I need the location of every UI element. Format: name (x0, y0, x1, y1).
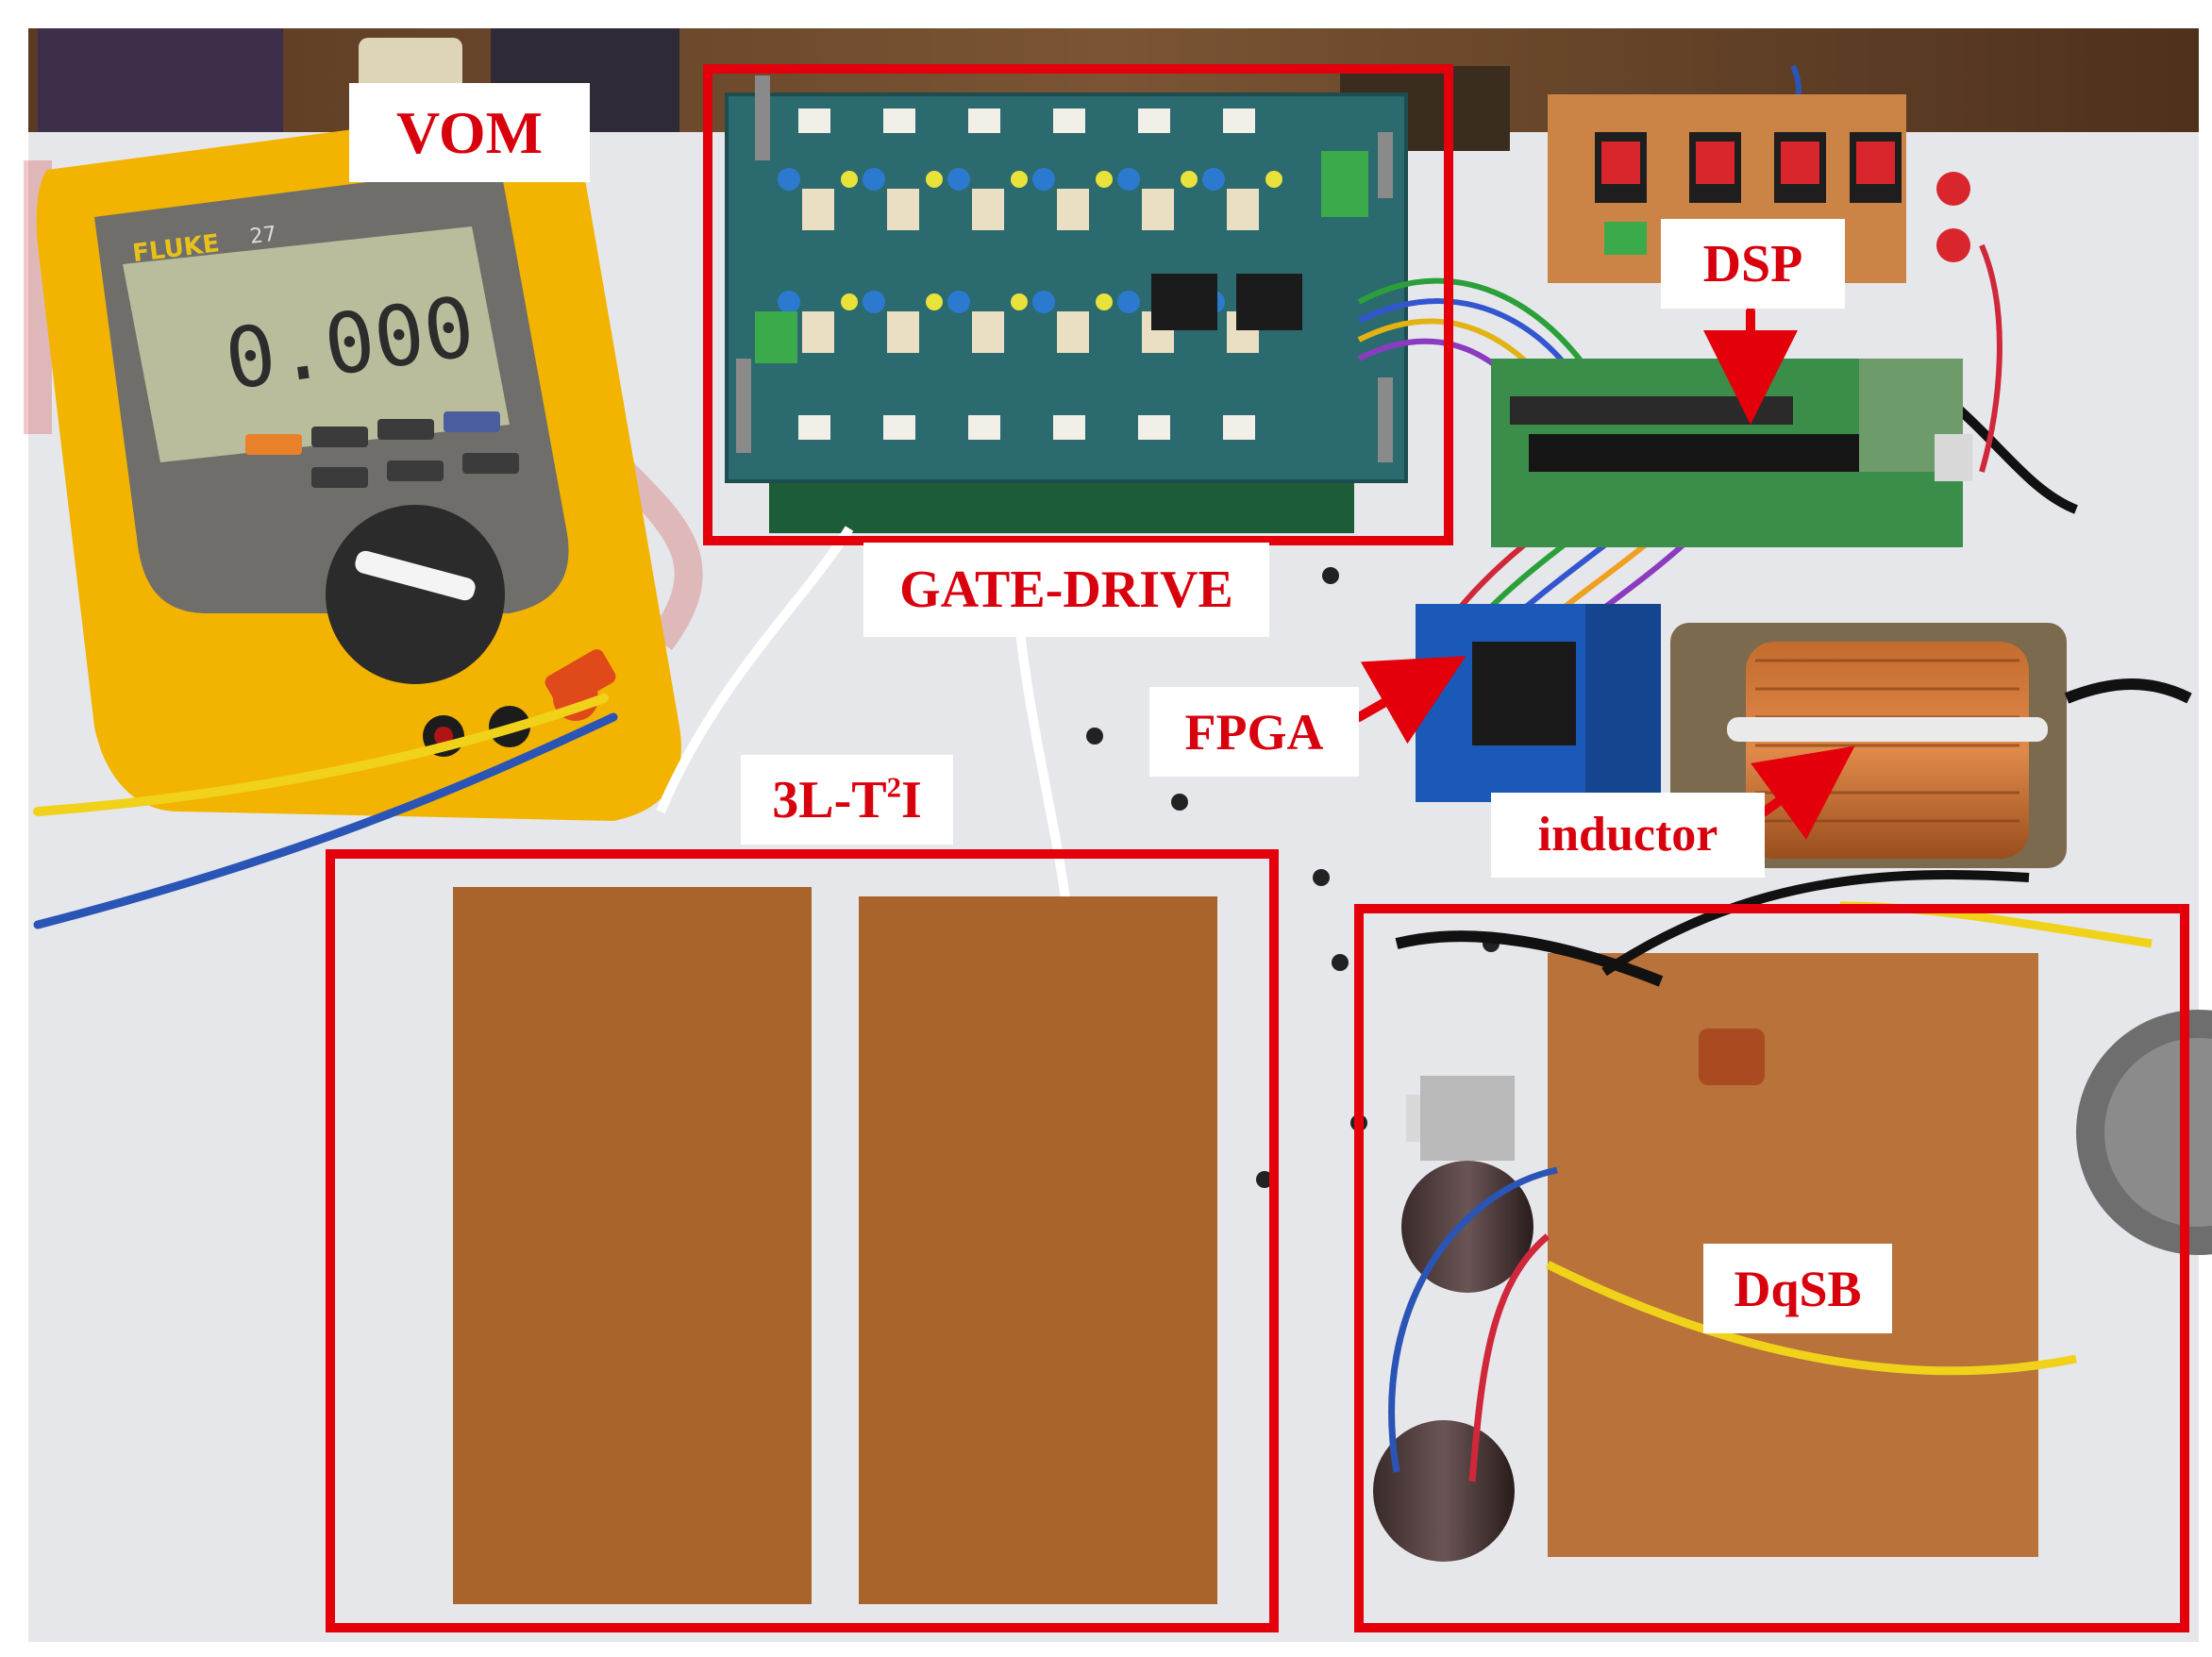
probe-leads (33, 694, 618, 929)
dsp-label-text: DSP (1702, 234, 1803, 293)
inductor-arrow (1751, 745, 1855, 840)
dsp-label: DSP (1661, 219, 1845, 309)
vom-label-text: VOM (395, 98, 544, 166)
inverter-highlight (326, 849, 1279, 1632)
svg-text:27: 27 (248, 223, 277, 249)
inverter-boards (453, 887, 1217, 1604)
fpga-label-text: FPGA (1184, 703, 1324, 761)
dqsb-board (1373, 869, 2153, 1562)
fpga-arrow (1354, 656, 1466, 745)
inductor-label: inductor (1491, 793, 1765, 878)
inductor-label-text: inductor (1537, 808, 1718, 862)
vom-label: VOM (349, 83, 590, 182)
gate-drive-board (725, 75, 1408, 533)
dqsb-highlight (1354, 904, 2189, 1632)
annotation-arrows (1354, 307, 1855, 840)
gate-drive-label: GATE-DRIVE (863, 543, 1269, 637)
inverter-label: 3L-T2I (741, 755, 953, 845)
switch-board (1548, 94, 1970, 283)
multimeter: 0.000 FLUKE 27 (36, 108, 681, 822)
gate-drive-label-text: GATE-DRIVE (899, 561, 1233, 619)
fpga-board (1416, 604, 1661, 802)
dqsb-label: DqSB (1703, 1244, 1892, 1333)
dqsb-label-text: DqSB (1734, 1260, 1862, 1317)
dsp-board (1491, 359, 1972, 547)
fpga-label: FPGA (1149, 687, 1359, 777)
inverter-label-text: 3L-T2I (772, 770, 922, 829)
gate-drive-highlight (703, 64, 1453, 545)
